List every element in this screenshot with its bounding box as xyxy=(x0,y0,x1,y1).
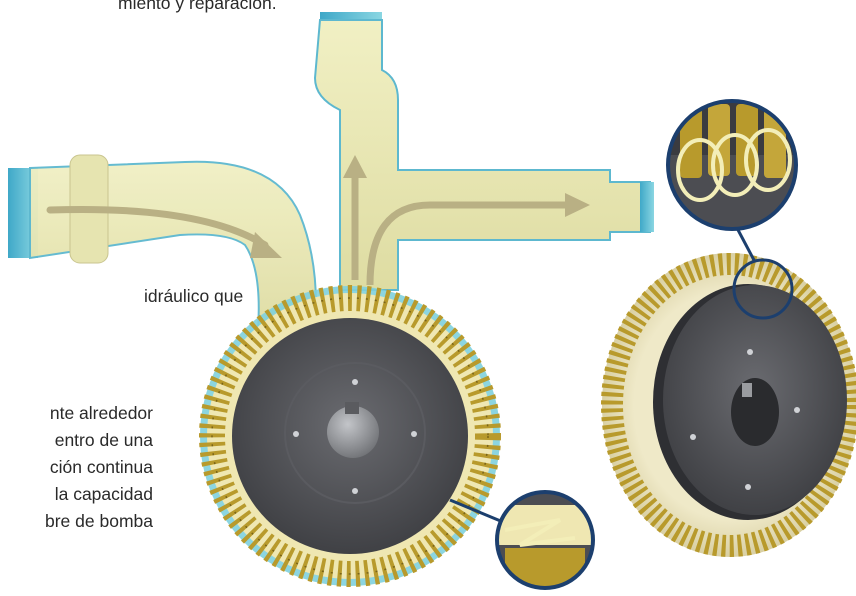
outlet-water-right xyxy=(640,182,654,232)
bolt-hole xyxy=(293,431,299,437)
pump-front-view xyxy=(200,286,515,586)
bolt-hole xyxy=(411,431,417,437)
impeller-side-hub-hole xyxy=(731,378,779,446)
outlet-pipe-body xyxy=(315,20,650,290)
callout-bottom xyxy=(497,492,593,588)
bolt-hole xyxy=(745,484,751,490)
callout-top xyxy=(668,100,796,229)
bolt-hole xyxy=(690,434,696,440)
bolt-hole xyxy=(352,379,358,385)
shaft-keyway xyxy=(345,402,359,414)
inlet-pipe xyxy=(8,155,316,330)
bolt-hole xyxy=(794,407,800,413)
bolt-hole xyxy=(352,488,358,494)
outlet-pipe xyxy=(315,12,654,290)
impeller-side-key xyxy=(742,383,752,397)
impeller-side-view xyxy=(602,228,856,557)
bolt-hole xyxy=(747,349,753,355)
